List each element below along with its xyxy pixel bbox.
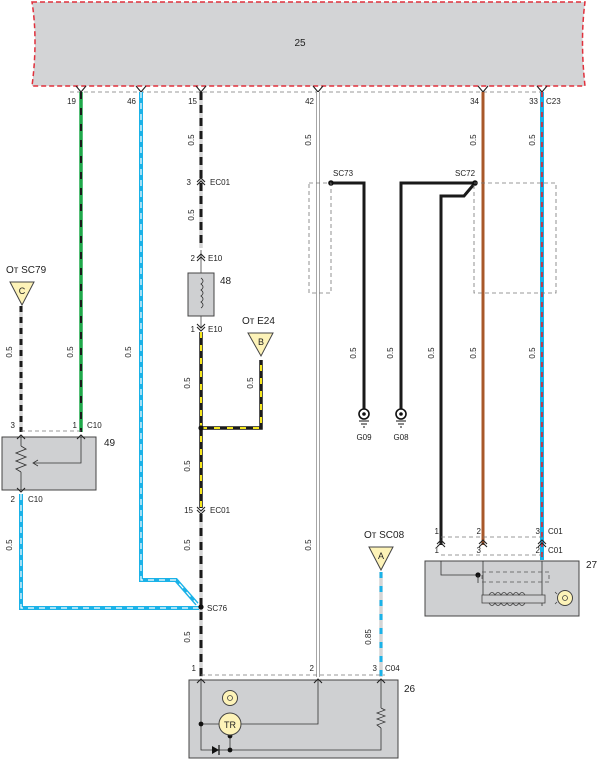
c04-name: C04 bbox=[385, 664, 400, 673]
gauge-label: 0.5 bbox=[304, 539, 313, 551]
c01-top-name: C01 bbox=[548, 527, 563, 536]
gauge-label: 0.5 bbox=[469, 347, 478, 359]
component-27-label: 27 bbox=[586, 560, 598, 571]
wire-black-sc72-27 bbox=[439, 182, 477, 545]
e10-top-name: E10 bbox=[208, 254, 223, 263]
gauge-label: 0.5 bbox=[183, 631, 192, 643]
c01-bottom-pin1: 1 bbox=[435, 546, 440, 555]
ecu-pin-46: 46 bbox=[127, 97, 136, 106]
c01-top-pin1: 1 bbox=[435, 527, 440, 536]
gauge-label: 0.5 bbox=[66, 346, 75, 358]
wire-blue-white-c10 bbox=[19, 494, 199, 610]
ref-a-triangle-icon bbox=[368, 546, 394, 572]
transistor-tr-icon bbox=[218, 712, 242, 736]
e10-top-pin: 2 bbox=[191, 254, 196, 263]
ecu-pin-19: 19 bbox=[67, 97, 76, 106]
ground-g09-icon bbox=[358, 408, 370, 428]
fuse-coil-component-48 bbox=[187, 272, 215, 317]
gauge-label: 0.5 bbox=[187, 134, 196, 146]
gauge-label: 0.85 bbox=[364, 629, 373, 645]
ecu-component-25: 25 bbox=[31, 1, 586, 87]
ref-c-triangle-icon bbox=[9, 281, 35, 307]
gauge-labels: 0.5 0.5 0.5 0.5 0.5 0.5 0.5 0.5 0.5 0.5 … bbox=[5, 134, 537, 645]
shield-box-sc73 bbox=[308, 182, 332, 294]
ref-c-from: От SC79 bbox=[6, 265, 47, 276]
splice-dot-b bbox=[198, 425, 204, 431]
gauge-label: 0.5 bbox=[124, 346, 133, 358]
ref-a-letter: A bbox=[378, 551, 384, 561]
ecu-pin-15: 15 bbox=[188, 97, 197, 106]
ec01-bottom-pin: 15 bbox=[184, 506, 193, 515]
gauge-label: 0.5 bbox=[349, 347, 358, 359]
ref-b-from: От E24 bbox=[242, 316, 275, 327]
c10-pin1: 1 bbox=[73, 421, 78, 430]
c01-top-pin2: 2 bbox=[477, 527, 482, 536]
gauge-label: 0.5 bbox=[187, 209, 196, 221]
ec01-top-name: EC01 bbox=[210, 178, 231, 187]
e10-bottom-name: E10 bbox=[208, 325, 223, 334]
diode-icon bbox=[212, 745, 220, 755]
gauge-label: 0.5 bbox=[183, 539, 192, 551]
ec01-bottom-name: EC01 bbox=[210, 506, 231, 515]
wire-blue-white-46 bbox=[139, 92, 199, 606]
c01-bottom-pin2: 2 bbox=[536, 546, 541, 555]
e10-bottom-pin: 1 bbox=[191, 325, 196, 334]
c01-bottom-name: C01 bbox=[548, 546, 563, 555]
splice-sc72-label: SC72 bbox=[455, 169, 476, 178]
ground-g09-label: G09 bbox=[356, 433, 372, 442]
component-26-label: 26 bbox=[404, 684, 416, 695]
wire-black-sc73-g09 bbox=[331, 181, 366, 410]
lamp-icon bbox=[554, 590, 573, 606]
ref-b-letter: B bbox=[258, 337, 264, 347]
c04-pin2: 2 bbox=[310, 664, 315, 673]
c10-pin2: 2 bbox=[11, 495, 16, 504]
bulb-icon bbox=[222, 690, 238, 706]
c10-pin3: 3 bbox=[11, 421, 16, 430]
wire-black-sc72-g08 bbox=[399, 181, 475, 410]
component-49-label: 49 bbox=[104, 438, 116, 449]
ground-g08-icon bbox=[395, 408, 407, 428]
ecu-pin-33: 33 bbox=[529, 97, 538, 106]
splice-sc76-dot bbox=[198, 604, 204, 610]
gauge-label: 0.5 bbox=[5, 346, 14, 358]
gauge-label: 0.5 bbox=[528, 134, 537, 146]
ref-b-triangle-icon bbox=[247, 332, 274, 358]
gauge-label: 0.5 bbox=[427, 347, 436, 359]
c04-pin3: 3 bbox=[373, 664, 378, 673]
gauge-label: 0.5 bbox=[386, 347, 395, 359]
gauge-label: 0.5 bbox=[304, 134, 313, 146]
gauge-label: 0.5 bbox=[528, 347, 537, 359]
gauge-label: 0.5 bbox=[246, 377, 255, 389]
ecu-connector-c23: C23 bbox=[546, 97, 561, 106]
shield-box-sc72 bbox=[473, 182, 557, 294]
c01-bottom-pin3: 3 bbox=[477, 546, 482, 555]
ec01-top-pin: 3 bbox=[187, 178, 192, 187]
potentiometer-component-49 bbox=[1, 436, 97, 491]
ecu-pin-34: 34 bbox=[470, 97, 479, 106]
c04-pin1: 1 bbox=[192, 664, 197, 673]
c10-name-top: C10 bbox=[87, 421, 102, 430]
gauge-label: 0.5 bbox=[183, 460, 192, 472]
component-48-label: 48 bbox=[220, 276, 232, 287]
gauge-label: 0.5 bbox=[183, 377, 192, 389]
ecu-pin-arrows bbox=[75, 85, 548, 93]
ref-c-letter: C bbox=[19, 286, 26, 296]
ecu-pin-42: 42 bbox=[305, 97, 314, 106]
ref-a-from: От SC08 bbox=[364, 530, 405, 541]
ecu-label: 25 bbox=[294, 38, 306, 49]
motor-component-27 bbox=[424, 560, 580, 617]
ground-g08-label: G08 bbox=[393, 433, 409, 442]
gauge-label: 0.5 bbox=[469, 134, 478, 146]
connector-arrow-icon bbox=[196, 506, 206, 515]
tr-label: TR bbox=[224, 720, 236, 730]
c10-name-bottom: C10 bbox=[28, 495, 43, 504]
gauge-label: 0.5 bbox=[5, 539, 14, 551]
splice-sc73-label: SC73 bbox=[333, 169, 354, 178]
splice-sc76-label: SC76 bbox=[207, 604, 228, 613]
c01-top-pin3: 3 bbox=[536, 527, 541, 536]
wire-black-yellow-branch-b bbox=[201, 360, 263, 430]
